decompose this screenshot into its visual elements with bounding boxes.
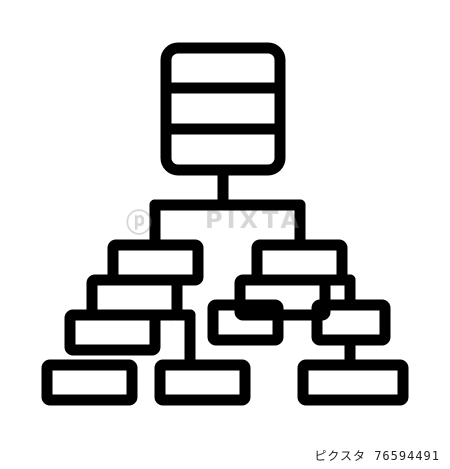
watermark-logo: ⓟ xyxy=(126,209,155,239)
tree-node-right-leaf xyxy=(297,359,409,406)
tree-node-left-leaf xyxy=(41,359,138,406)
database-icon xyxy=(160,42,286,176)
tree-connector-lines xyxy=(149,164,306,251)
tree-node-left-level3 xyxy=(64,309,161,356)
watermark-text: PIXTA xyxy=(205,206,304,234)
tree-node-right-mid xyxy=(207,299,284,346)
image-credit: ピクスタ 76594491 xyxy=(314,449,440,463)
tree-node-center-leaf xyxy=(154,359,251,406)
